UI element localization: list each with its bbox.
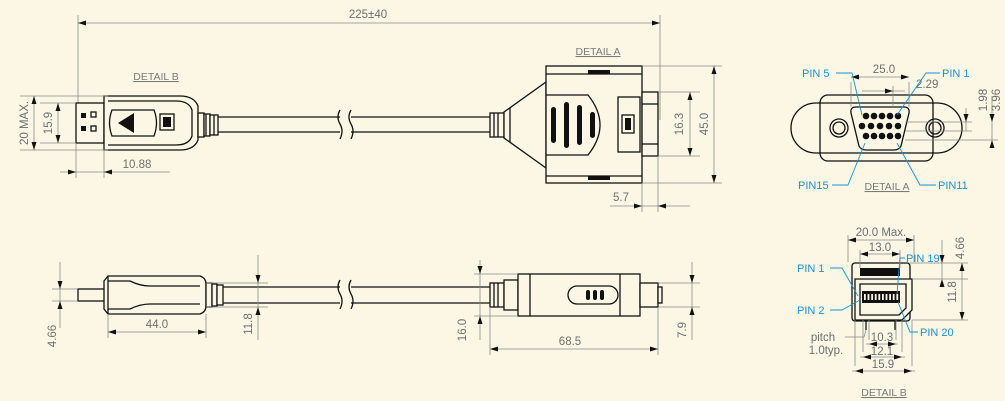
dim-vga-body-height: 45.0 <box>699 113 711 135</box>
vga-pin <box>886 112 894 120</box>
top-view: 225±40 DETAIL B DETAIL A <box>19 9 722 212</box>
vga-face-plate <box>790 102 963 154</box>
dp-pin <box>882 294 884 300</box>
dp-pin <box>864 294 866 300</box>
dp-pin <box>896 294 899 300</box>
vga-pin <box>870 112 878 120</box>
detail-a-label-right: DETAIL A <box>865 181 910 193</box>
dim-vga-jack-height: 16.3 <box>674 113 686 135</box>
pin-label-b-2: PIN 2 <box>797 305 825 317</box>
dim-a-pitch: 2.29 <box>916 79 938 91</box>
dim-a-width: 25.0 <box>873 64 895 76</box>
vga-pin <box>878 112 886 120</box>
vga-pin <box>867 122 875 130</box>
vga-pin-grid <box>858 112 902 140</box>
detail-a-label-top: DETAIL A <box>576 46 621 58</box>
dim-a-height: 3.96 <box>991 89 1003 111</box>
dim-side-plug-thickness: 4.66 <box>47 325 59 347</box>
vga-pin <box>858 122 866 130</box>
pin-label-b-1: PIN 1 <box>797 263 825 275</box>
vga-pin <box>876 122 884 130</box>
dim-b-width-3: 15.9 <box>872 359 894 371</box>
vga-pin <box>894 132 902 140</box>
dim-b-height-2: 11.8 <box>947 281 959 303</box>
dim-side-vga-length: 68.5 <box>559 336 581 348</box>
dp-plug-tip <box>75 102 105 144</box>
side-view: 4.66 44.0 11.8 16.0 68.5 <box>47 255 700 355</box>
dim-dp-height-max: 20 MAX. <box>19 101 31 145</box>
dim-b-inner-width: 13.0 <box>869 242 891 254</box>
dp-pin <box>874 294 877 300</box>
pin-label-a-11: PIN11 <box>938 180 968 192</box>
dim-b-pitch-value: 1.0typ. <box>809 345 844 357</box>
vga-pin <box>885 122 893 130</box>
detail-b: 20.0 Max. 13.0 4.66 11.8 10.3 12.1 <box>797 227 968 399</box>
vga-pin <box>894 122 902 130</box>
dim-side-dp-height: 11.8 <box>243 313 255 335</box>
dim-a-row-pitch: 1.98 <box>978 89 990 111</box>
pin-label-b-20: PIN 20 <box>920 327 954 339</box>
dp-pin <box>871 294 873 300</box>
dim-side-dp-length: 44.0 <box>146 319 168 331</box>
dp-pin-row <box>864 294 899 300</box>
pin-label-a-15: PIN15 <box>798 180 829 192</box>
vga-pin <box>870 132 878 140</box>
dim-b-width-2: 12.1 <box>871 346 893 358</box>
dp-pin <box>889 294 891 300</box>
pin-label-b-19: PIN 19 <box>906 253 940 265</box>
dim-side-vga-height: 16.0 <box>457 319 469 341</box>
vga-pin <box>878 132 886 140</box>
detail-b-label-right: DETAIL B <box>861 387 907 399</box>
detail-a: 25.0 2.29 1.98 3.96 PIN 5 PIN 1 PIN15 PI… <box>790 64 1003 193</box>
dim-b-height-1: 4.66 <box>955 237 967 259</box>
dp-pin <box>892 294 895 300</box>
vga-pin <box>862 132 870 140</box>
dp-pin <box>885 294 888 300</box>
dim-overall-length: 225±40 <box>349 9 387 21</box>
dim-dp-plug-height: 15.9 <box>43 112 55 134</box>
dim-b-width-max: 20.0 Max. <box>856 227 907 239</box>
vga-pin <box>894 112 902 120</box>
dim-vga-jack-depth: 5.7 <box>613 192 629 204</box>
detail-b-label-top: DETAIL B <box>133 71 179 83</box>
dp-pin <box>878 294 881 300</box>
pin-label-a-5: PIN 5 <box>802 68 830 80</box>
dp-pin <box>867 294 870 300</box>
vga-pin <box>862 112 870 120</box>
vga-pin <box>886 132 894 140</box>
dim-dp-plug-length: 10.88 <box>123 159 152 171</box>
dim-b-pin-span: 10.3 <box>871 332 893 344</box>
dim-b-pitch: pitch <box>811 332 835 344</box>
dim-side-vga-jack: 7.9 <box>677 322 689 338</box>
pin-label-a-1: PIN 1 <box>942 68 970 80</box>
